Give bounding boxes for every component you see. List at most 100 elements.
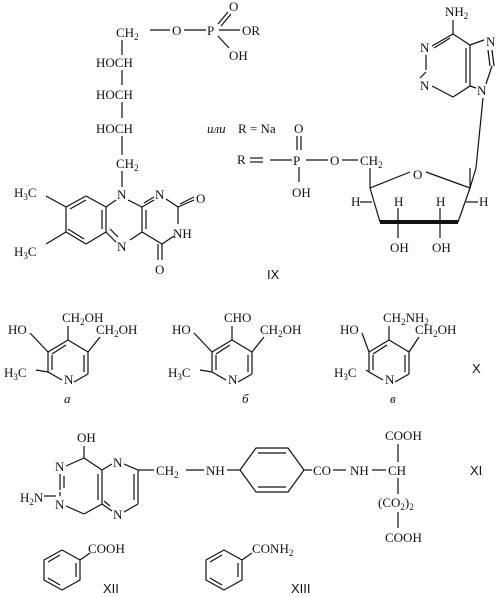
ribose-h3: H [436, 194, 445, 209]
bond [165, 198, 179, 208]
bond [469, 39, 485, 46]
bond [231, 339, 253, 353]
ribose-o: O [413, 167, 422, 182]
bond [65, 231, 87, 245]
bond [394, 373, 410, 383]
adenine-nh2: NH2 [445, 4, 468, 21]
bond [475, 97, 484, 169]
bond [83, 457, 103, 471]
bond [457, 187, 471, 223]
bond [452, 33, 471, 46]
r-o-ester: O [330, 153, 339, 168]
ribose-oh-a: OH [390, 240, 409, 255]
fmn-o2: O [196, 191, 205, 206]
pyridoxal-structure: CHO N HO CH2OH H3C б [168, 310, 301, 406]
label-b: б [242, 391, 249, 406]
bond [487, 49, 491, 67]
label-ix: IX [267, 267, 280, 282]
bond [199, 369, 213, 373]
bond [491, 49, 495, 67]
bond [217, 11, 229, 25]
bond [85, 231, 107, 245]
bond [105, 231, 117, 243]
bond [65, 505, 85, 515]
bond [51, 344, 67, 355]
folic-h2n: H2N [20, 490, 44, 507]
bond [161, 235, 175, 245]
benzene-ring [239, 447, 305, 493]
ribose-h2: H [394, 194, 403, 209]
folic-cooh-bot: COOH [385, 530, 422, 545]
bond [372, 344, 388, 355]
bond [211, 339, 233, 353]
ribose-h1: H [351, 194, 360, 209]
pyridoxine-ch2oh-top: CH2OH [62, 310, 103, 327]
pyridoxal-ch2oh-r: CH2OH [260, 322, 301, 339]
label-v: в [390, 391, 396, 406]
fmn-h3c-1: H3C [14, 185, 37, 202]
fmn-n5: N [117, 239, 127, 254]
r-oh: OH [292, 185, 311, 200]
bond [67, 339, 89, 353]
bond [47, 339, 69, 353]
bond [408, 336, 420, 353]
bond [45, 231, 67, 245]
label-xiii: XIII [291, 581, 311, 596]
folic-n4: N [113, 507, 123, 522]
bond [141, 231, 163, 245]
fmn-ch2-b: CH2 [116, 156, 139, 173]
r-ch2: CH2 [360, 153, 383, 170]
fmn-hoch-2: HOCH [96, 87, 133, 102]
bond [485, 65, 493, 85]
bond [109, 228, 119, 238]
bond [65, 457, 85, 467]
bond [241, 552, 253, 561]
bond [123, 463, 139, 471]
label-a: а [64, 391, 71, 406]
fmn-oh: OH [229, 48, 248, 63]
pyridoxamine-n: N [385, 372, 395, 387]
bond [469, 167, 477, 189]
flavin-structure: CH2 O P O OR OH HOCH HOCH HOCH CH2 [14, 0, 260, 277]
folic-co2: (CO2)2 [378, 495, 414, 512]
nicotinamide-structure: CONH2 XIII [205, 541, 311, 596]
fmn-hoch-1: HOCH [96, 55, 133, 70]
bond [101, 463, 113, 471]
adenine-n3: N [420, 78, 430, 93]
pyridoxal-h3c: H3C [168, 365, 191, 382]
pyridine-ring [43, 549, 81, 591]
folic-co: CO [313, 463, 331, 478]
bond [209, 554, 223, 563]
bond [469, 85, 477, 89]
folic-cooh-top: COOH [385, 428, 422, 443]
folic-n2: N [55, 497, 65, 512]
pyridoxamine-h3c: H3C [334, 365, 357, 382]
bond [251, 336, 265, 353]
pyridoxamine-ch2nh2: CH2NH2 [383, 310, 429, 327]
bond [215, 344, 231, 355]
bond [217, 35, 230, 49]
pyridoxine-n: N [64, 372, 74, 387]
adenine-n1: N [420, 40, 430, 55]
nicotinamide-conh2: CONH2 [252, 541, 293, 558]
pyridoxine-ch2oh-r: CH2OH [96, 322, 137, 339]
fmn-ch2-a: CH2 [116, 25, 139, 42]
bond [452, 85, 471, 98]
pyridoxamine-ho: HO [340, 322, 359, 337]
bond [67, 228, 85, 240]
r-p: P [293, 153, 300, 168]
fmn-o-link: O [172, 23, 181, 38]
bond [179, 196, 195, 205]
pyridoxine-structure: CH2OH N HO CH2OH H3C а [4, 310, 137, 406]
adenine-n9: N [477, 83, 487, 98]
label-xi: XI [470, 463, 482, 478]
nicotinic-cooh: COOH [88, 541, 125, 556]
pyridoxamine-structure: CH2NH2 N HO CH2OH H3C в [334, 310, 456, 406]
bond [85, 195, 107, 208]
fmn-hoch-3: HOCH [96, 121, 133, 136]
bond [369, 187, 381, 223]
bond [123, 503, 139, 513]
folic-ch: CH [388, 463, 406, 478]
bond [69, 199, 87, 210]
r-equals-na: R = Na [238, 121, 276, 136]
